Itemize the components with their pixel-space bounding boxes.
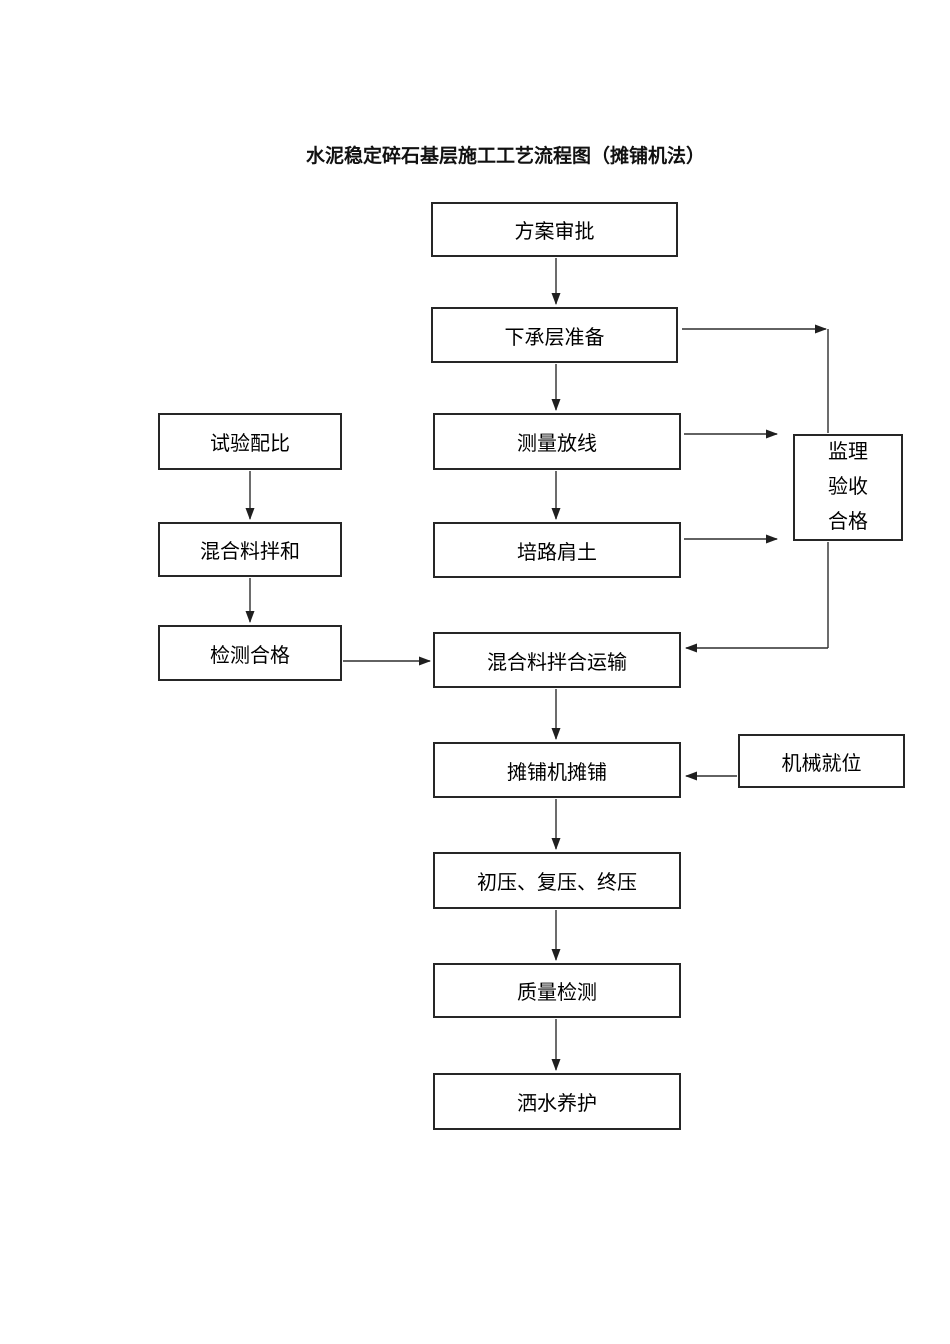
node-subbase-preparation: 下承层准备	[431, 307, 678, 363]
node-paver-paving: 摊铺机摊铺	[433, 742, 681, 798]
node-label: 混合料拌和	[200, 541, 300, 563]
node-supervision-acceptance: 监理验收合格	[793, 434, 903, 541]
node-label: 培路肩土	[517, 541, 597, 564]
node-label: 初压、复压、终压	[477, 872, 637, 894]
node-quality-inspection: 质量检测	[433, 963, 681, 1018]
node-label: 方案审批	[514, 221, 595, 243]
node-machinery-in-place: 机械就位	[738, 734, 905, 788]
node-label: 下承层准备	[504, 326, 605, 349]
node-water-curing: 洒水养护	[433, 1073, 681, 1130]
node-mixture-mixing: 混合料拌和	[158, 522, 342, 577]
node-label: 质量检测	[517, 982, 597, 1004]
node-label: 机械就位	[781, 752, 862, 775]
node-shoulder-soil: 培路肩土	[433, 522, 681, 578]
node-label: 摊铺机摊铺	[507, 761, 607, 784]
node-label: 测量放线	[517, 433, 597, 455]
node-label: 检测合格	[210, 644, 290, 667]
node-initial-re-final-rolling: 初压、复压、终压	[433, 852, 681, 909]
node-label: 洒水养护	[517, 1093, 597, 1115]
diagram-title: 水泥稳定碎石基层施工工艺流程图（摊铺机法）	[306, 146, 706, 167]
node-label: 试验配比	[210, 433, 290, 455]
node-trial-mix-ratio: 试验配比	[158, 413, 342, 470]
node-plan-approval: 方案审批	[431, 202, 678, 257]
node-label: 监理验收合格	[828, 441, 868, 533]
node-inspection-qualified: 检测合格	[158, 625, 342, 681]
node-survey-layout: 测量放线	[433, 413, 681, 470]
node-label: 混合料拌合运输	[487, 651, 627, 674]
node-mixture-mix-transport: 混合料拌合运输	[433, 632, 681, 688]
